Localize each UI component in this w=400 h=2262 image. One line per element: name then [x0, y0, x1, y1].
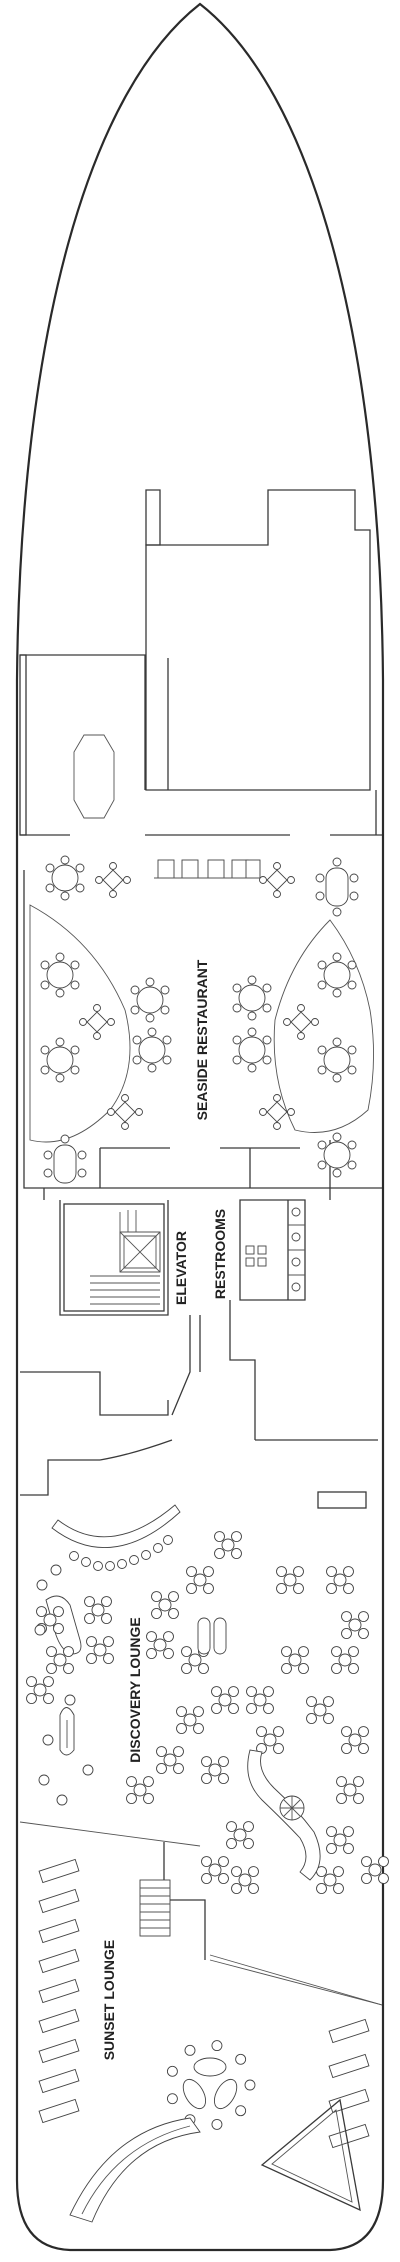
sun-lounger: [38, 2068, 80, 2094]
lounge-bench: [59, 1707, 75, 1756]
midship-corridor: [20, 1300, 378, 1509]
stairs-icon: [90, 1210, 160, 1305]
lounge-chair: [82, 1764, 94, 1776]
restaurant-structure: [20, 834, 382, 1200]
forward-skylight: [73, 734, 115, 819]
lounge-seating-cluster: [361, 1856, 389, 1884]
sun-lounger: [38, 2038, 80, 2064]
restaurant-long-table: [315, 857, 359, 917]
restrooms-block: [239, 1199, 306, 1301]
lounge-seating-cluster: [336, 1776, 364, 1804]
restaurant-round-table: [40, 1037, 80, 1083]
sun-lounger: [328, 2088, 370, 2114]
lounge-seating-cluster: [341, 1726, 369, 1754]
sunset-lounge-structure: [19, 1821, 383, 2223]
lounge-table: [197, 1617, 227, 1655]
lounge-seating-cluster: [281, 1646, 309, 1674]
lounge-seating-cluster: [326, 1826, 354, 1854]
restaurant-tables: [40, 855, 359, 1184]
restaurant-square-table: [283, 1004, 319, 1040]
restaurant-long-table: [43, 1134, 87, 1184]
lounge-seating-cluster: [276, 1566, 304, 1594]
lounge-seating-cluster: [316, 1866, 344, 1894]
lounge-chair: [50, 1564, 62, 1576]
sun-lounger: [38, 2098, 80, 2124]
hull-outline: [15, 2, 385, 2252]
restaurant-square-table: [95, 862, 131, 898]
restaurant-square-table: [107, 1094, 143, 1130]
restaurant-round-table: [130, 977, 170, 1023]
lounge-seating-cluster: [186, 1566, 214, 1594]
restaurant-square-table: [259, 1094, 295, 1130]
lounge-chair: [38, 1774, 50, 1786]
lounge-seating-cluster: [201, 1756, 229, 1784]
lounge-seating-cluster: [214, 1531, 242, 1559]
restaurant-round-table: [45, 855, 85, 901]
lounge-seating-cluster: [126, 1776, 154, 1804]
lounge-seating-cluster: [201, 1856, 229, 1884]
lounge-seating-cluster: [226, 1821, 254, 1849]
restaurant-square-table: [259, 862, 295, 898]
sun-lounger: [328, 2018, 370, 2044]
lounge-seating-cluster: [341, 1611, 369, 1639]
lounge-chair: [56, 1794, 68, 1806]
lounge-seating-cluster: [84, 1596, 112, 1624]
lounge-seating-cluster: [246, 1686, 274, 1714]
restaurant-round-table: [317, 952, 357, 998]
lounge-seating-cluster: [231, 1866, 259, 1894]
restaurant-round-table: [232, 975, 272, 1021]
restaurant-round-table: [317, 1037, 357, 1083]
restaurant-round-table: [40, 952, 80, 998]
discovery-lounge-label: DISCOVERY LOUNGE: [127, 1617, 143, 1762]
sun-lounger: [38, 1888, 80, 1914]
restaurant-round-table: [132, 1027, 172, 1073]
sun-lounger: [38, 1918, 80, 1944]
discovery-lounge-furniture: [26, 1504, 389, 1894]
lounge-seating-cluster: [306, 1696, 334, 1724]
lounge-seating-cluster: [156, 1746, 184, 1774]
buffet-counter: [154, 859, 266, 879]
sunset-stairs-icon: [139, 1879, 171, 1937]
lounge-chair: [64, 1694, 76, 1706]
lounge-seating-cluster: [151, 1591, 179, 1619]
lounge-seating-cluster: [146, 1631, 174, 1659]
lounge-seating-cluster: [176, 1706, 204, 1734]
restaurant-round-table: [232, 1027, 272, 1073]
sunset-lounge-label: SUNSET LOUNGE: [101, 1940, 117, 2061]
restaurant-round-table: [317, 1132, 357, 1178]
lounge-chair: [36, 1579, 48, 1591]
sunset-seating-cluster: [166, 2040, 256, 2130]
lounge-seating-cluster: [26, 1676, 54, 1704]
sun-lounger: [38, 1858, 80, 1884]
forward-structure: [19, 489, 377, 836]
lounge-chair: [34, 1624, 46, 1636]
lounge-seating-cluster: [331, 1646, 359, 1674]
sun-lounger: [38, 2008, 80, 2034]
sun-lounger: [38, 1948, 80, 1974]
lounge-seating-cluster: [256, 1726, 284, 1754]
lounge-chair: [42, 1734, 54, 1746]
lounge-seating-cluster: [86, 1636, 114, 1664]
lounge-seating-cluster: [46, 1646, 74, 1674]
lounge-seating-cluster: [211, 1686, 239, 1714]
seaside-restaurant-label: SEASIDE RESTAURANT: [194, 959, 210, 1120]
restaurant-square-table: [79, 1004, 115, 1040]
sun-lounger: [328, 2123, 370, 2149]
sun-lounger: [328, 2053, 370, 2079]
sun-lounger: [38, 1978, 80, 2004]
elevator-stair-core: [59, 1200, 169, 1316]
restrooms-label: RESTROOMS: [212, 1209, 228, 1299]
elevator-label: ELEVATOR: [173, 1231, 189, 1305]
lounge-seating-cluster: [326, 1566, 354, 1594]
